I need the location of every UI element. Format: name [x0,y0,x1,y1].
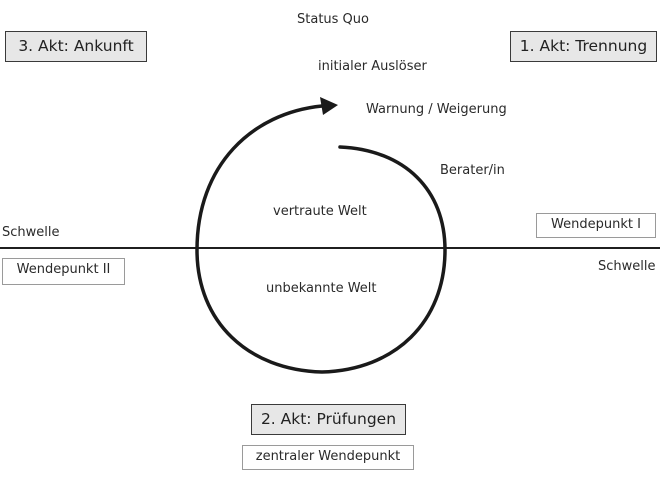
journey-cycle-path [195,104,447,374]
status-quo-label: Status Quo [297,12,369,27]
central-turning-point-box: zentraler Wendepunkt [242,445,414,470]
act3-box: 3. Akt: Ankunft [5,31,147,62]
act2-box: 2. Akt: Prüfungen [251,404,406,435]
familiar-world-label: vertraute Welt [273,204,367,219]
unknown-world-label: unbekannte Welt [266,281,377,296]
act1-box: 1. Akt: Trennung [510,31,657,62]
journey-arrowhead [320,97,338,115]
threshold-left-label: Schwelle [2,225,60,240]
turning-point-2-box: Wendepunkt II [2,258,125,285]
threshold-right-label: Schwelle [598,259,656,274]
initial-trigger-label: initialer Auslöser [318,59,427,74]
warning-refusal-label: Warnung / Weigerung [366,102,507,117]
mentor-label: Berater/in [440,163,505,178]
turning-point-1-box: Wendepunkt I [536,213,656,238]
